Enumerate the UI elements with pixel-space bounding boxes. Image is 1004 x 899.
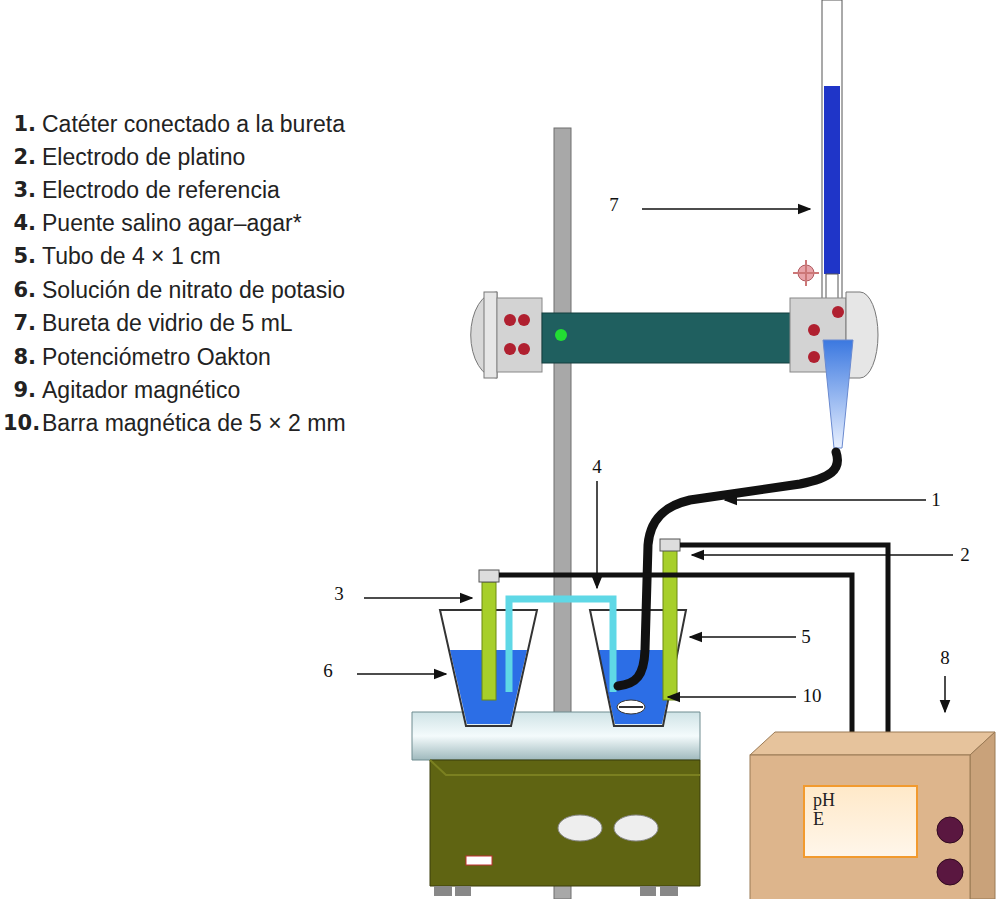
key-text: Tubo de 4 × 1 cm: [42, 244, 221, 269]
stirrer-knob: [558, 815, 602, 841]
key-number: 8.: [13, 346, 36, 369]
key-number: 5.: [13, 245, 36, 268]
callout-number: 6: [323, 661, 333, 682]
key-number: 6.: [13, 279, 36, 302]
burette-tube: [822, 0, 842, 300]
key-text: Catéter conectado a la bureta: [42, 112, 345, 137]
key-text: Electrodo de referencia: [42, 178, 280, 203]
clamp-bar: [542, 313, 792, 363]
callout-number: 1: [931, 490, 941, 511]
key-text: Electrodo de platino: [42, 145, 245, 170]
callout-number: 2: [960, 545, 970, 566]
callout-number: 5: [801, 627, 811, 648]
key-number: 2.: [13, 146, 36, 169]
key-text: Agitador magnético: [42, 378, 240, 403]
stirrer-body: [430, 760, 700, 886]
stopcock: [793, 260, 819, 286]
key-number: 1.: [13, 113, 36, 136]
stirrer-knob: [614, 815, 658, 841]
key-text: Puente salino agar–agar*: [42, 211, 302, 236]
key-number: 10.: [3, 412, 40, 435]
key-text: Potenciómetro Oakton: [42, 345, 271, 370]
display-text: pH: [813, 791, 908, 810]
burette-tip: [823, 340, 853, 448]
clamp-end: [471, 292, 497, 378]
stirrer-plate: [466, 856, 492, 865]
callout-number: 10: [803, 686, 822, 707]
wire: [680, 545, 888, 740]
callout-number: 4: [592, 457, 602, 478]
callout-number: 3: [334, 584, 344, 605]
key-number: 4.: [13, 212, 36, 235]
wire: [499, 575, 852, 740]
reference-electrode: [482, 582, 496, 700]
key-text: Barra magnética de 5 × 2 mm: [42, 411, 346, 436]
burette-liquid: [824, 86, 840, 274]
clamp-end: [484, 292, 497, 378]
key-text: Solución de nitrato de potasio: [42, 278, 345, 303]
catheter: [618, 452, 838, 686]
callout-number: 7: [609, 195, 619, 216]
callout-number: 8: [940, 648, 950, 669]
salt-bridge: [509, 599, 613, 692]
clamp-block: [497, 298, 542, 372]
leader-line: [357, 209, 953, 712]
clamp-screw: [555, 329, 567, 341]
key-text: Bureta de vidrio de 5 mL: [42, 311, 293, 336]
stir-bar: [617, 700, 645, 714]
key-number: 9.: [13, 379, 36, 402]
key-number: 7.: [13, 312, 36, 335]
key-number: 3.: [13, 179, 36, 202]
display-screen: pHE: [803, 785, 918, 858]
display-text: E: [813, 810, 908, 829]
potentiometer: [750, 732, 995, 899]
